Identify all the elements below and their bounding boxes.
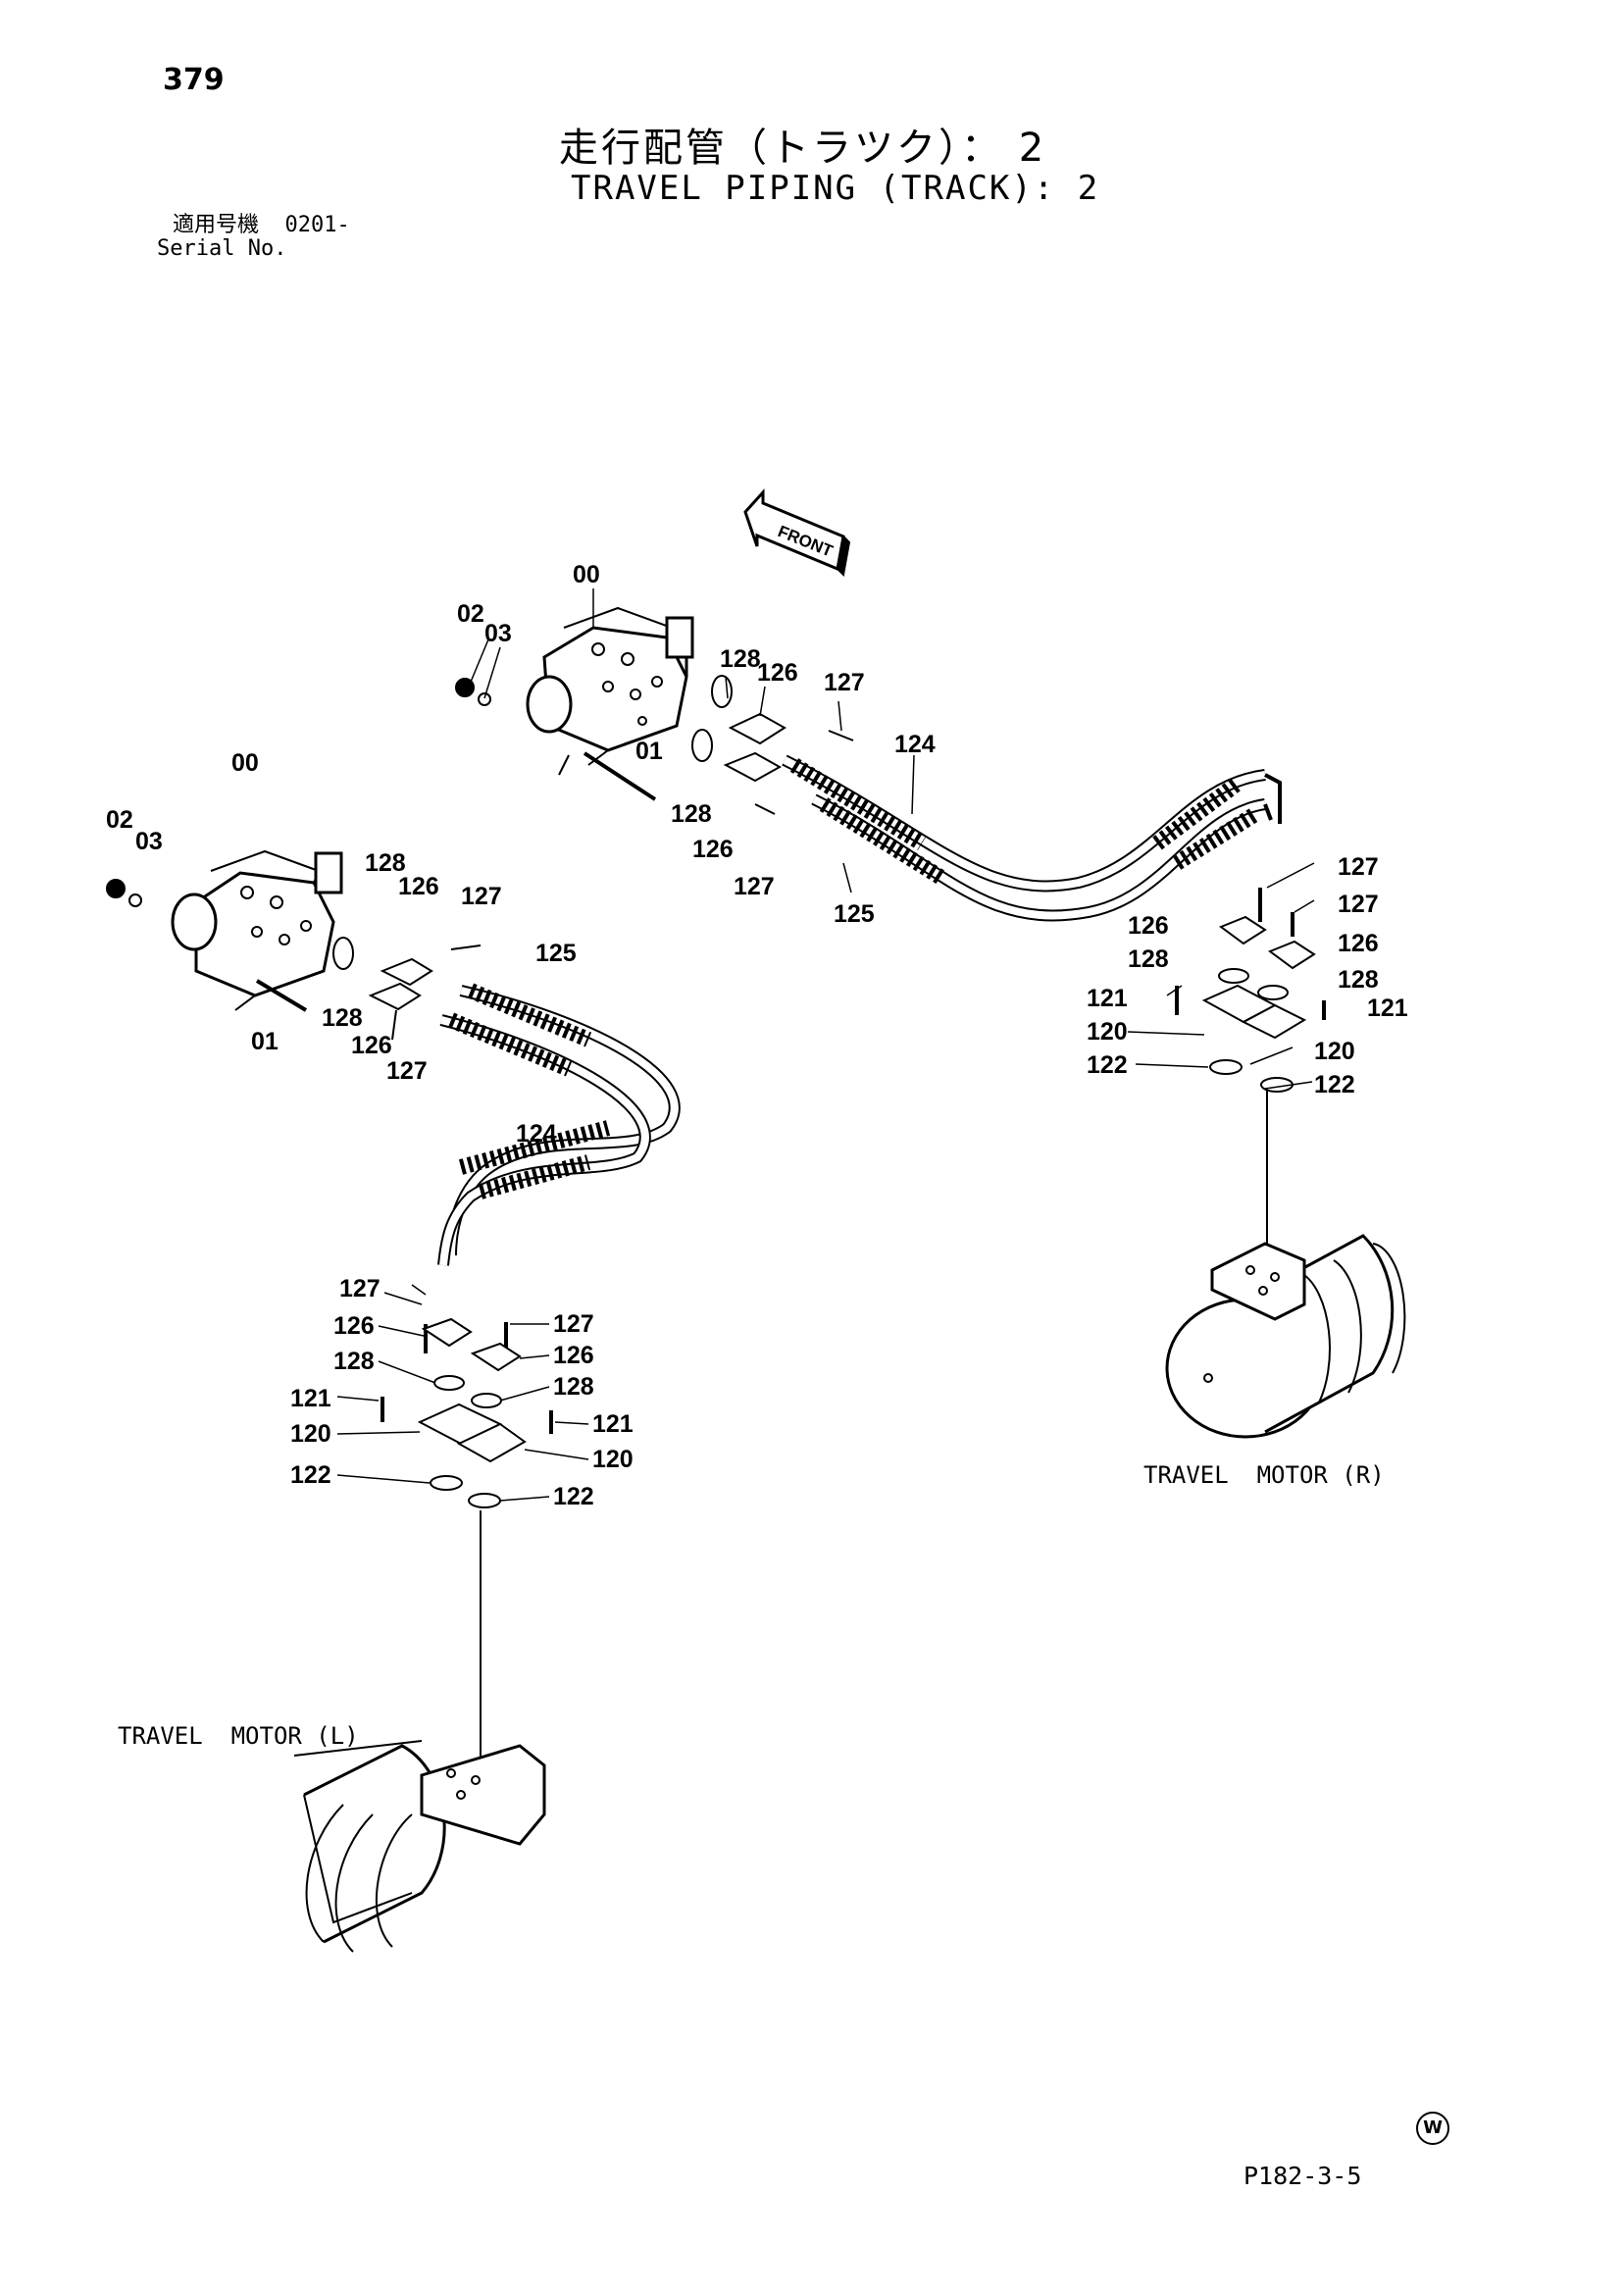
part-label: 120: [1087, 1018, 1128, 1046]
part-label: 124: [894, 731, 936, 758]
part-label: 02: [457, 600, 484, 628]
part-label: 127: [386, 1057, 428, 1085]
part-label: 128: [720, 645, 761, 673]
part-label: 122: [290, 1461, 331, 1489]
part-label: 122: [1087, 1051, 1128, 1079]
part-label: 126: [757, 659, 798, 687]
part-label: 127: [553, 1310, 594, 1338]
part-label: 128: [1338, 966, 1379, 994]
valve-right: [455, 606, 694, 801]
front-arrow-icon: FRONT: [743, 488, 851, 578]
part-label: 126: [398, 873, 439, 900]
motor-left-caption: TRAVEL MOTOR (L): [118, 1722, 359, 1750]
part-label: 128: [322, 1004, 363, 1032]
part-label: 126: [692, 836, 734, 863]
part-label: 126: [351, 1032, 392, 1059]
part-label: 121: [592, 1410, 634, 1438]
valve-left: [106, 849, 343, 1012]
part-label: 122: [553, 1483, 594, 1510]
part-label: 127: [339, 1275, 381, 1302]
part-label: 126: [1128, 912, 1169, 940]
part-label: 02: [106, 806, 133, 834]
part-label: 128: [1128, 945, 1169, 973]
part-label: 128: [365, 849, 406, 877]
flange-parts-right: [691, 675, 1326, 1290]
serial-label-en: Serial No.: [157, 236, 287, 261]
part-label: 127: [1338, 891, 1379, 918]
part-label: 00: [573, 561, 600, 588]
title-japanese: 走行配管（トラツク）： 2: [559, 126, 1047, 171]
part-label: 125: [535, 940, 577, 967]
part-label: 128: [333, 1348, 375, 1375]
part-label: 120: [290, 1420, 331, 1448]
part-label: 126: [1338, 930, 1379, 957]
part-label: 01: [635, 738, 663, 765]
part-label: 120: [592, 1446, 634, 1473]
part-label: 00: [231, 749, 259, 777]
part-label: 126: [553, 1342, 594, 1369]
part-label: 121: [1367, 995, 1408, 1022]
travel-motor-left: [293, 1740, 546, 1953]
part-label: 124: [516, 1120, 557, 1148]
hoses-lower: [437, 983, 681, 1266]
page-code: P182-3-5: [1243, 2162, 1362, 2190]
part-label: 125: [834, 900, 875, 928]
part-label: 128: [553, 1373, 594, 1401]
part-label: 127: [734, 873, 775, 900]
serial-label-jp: 適用号機 0201-: [173, 213, 350, 237]
title-english: TRAVEL PIPING (TRACK): 2: [571, 169, 1100, 208]
part-label: 01: [251, 1028, 279, 1055]
leader-lines: [411, 588, 1315, 1296]
part-label: 128: [671, 800, 712, 828]
serial-block: 適用号機 0201- Serial No.: [157, 214, 350, 261]
hoses-upper: [782, 754, 1282, 922]
part-label: 126: [333, 1312, 375, 1340]
part-label: 03: [484, 620, 512, 647]
page-number: 379: [163, 63, 225, 97]
part-label: 127: [1338, 853, 1379, 881]
travel-motor-right: [1165, 1234, 1406, 1439]
part-label: 122: [1314, 1071, 1355, 1098]
part-label: 127: [461, 883, 502, 910]
part-label: 120: [1314, 1038, 1355, 1065]
part-label: 03: [135, 828, 163, 855]
part-label: 121: [1087, 985, 1128, 1012]
serial-range: 0201-: [284, 213, 350, 237]
part-label: 127: [824, 669, 865, 696]
part-label: 121: [290, 1385, 331, 1412]
watermark-icon: W: [1416, 2112, 1449, 2145]
motor-right-caption: TRAVEL MOTOR (R): [1143, 1461, 1385, 1489]
